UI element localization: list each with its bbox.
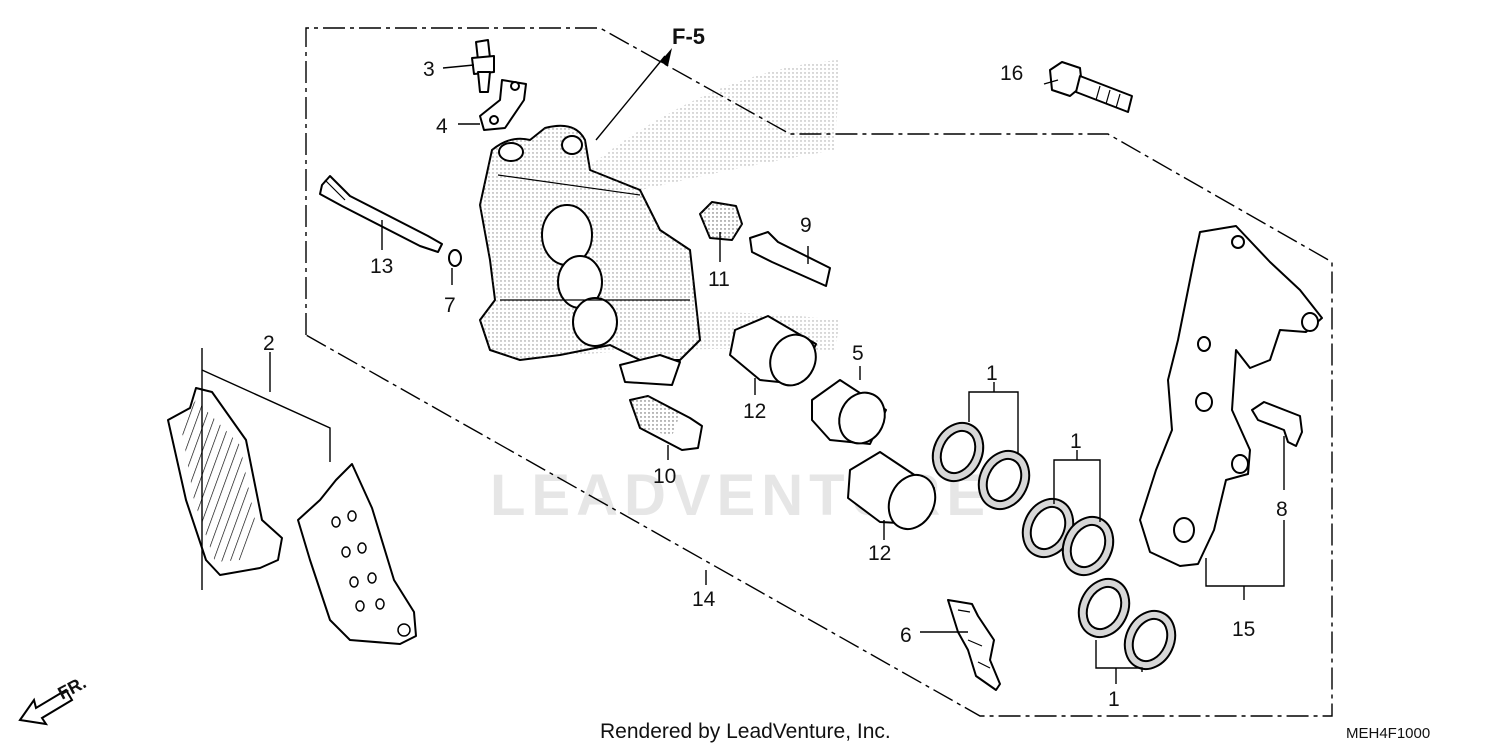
callout-13: 13 (370, 255, 393, 278)
front-arrow-icon (18, 688, 74, 726)
callout-1-c: 1 (1108, 688, 1120, 711)
brake-pad-right (297, 463, 417, 645)
callout-11: 11 (708, 268, 730, 291)
callout-9: 9 (800, 214, 812, 237)
pin-bolt (629, 395, 703, 451)
callout-6: 6 (900, 624, 912, 647)
piston-seals (931, 421, 1177, 671)
front-arrow: FR. (18, 672, 89, 726)
slide-pin (319, 175, 443, 253)
retainer-clip (1251, 401, 1303, 447)
leader-lines (201, 48, 1285, 684)
mounting-bolt (1049, 61, 1133, 113)
piston-lower (847, 451, 937, 531)
brake-pad-left (167, 387, 283, 576)
caliper-body (479, 124, 701, 386)
callouts: 1 1 1 2 3 4 5 6 7 8 9 10 11 12 12 13 14 … (263, 58, 1288, 711)
callout-1-a: 1 (986, 362, 998, 385)
callout-16: 16 (1000, 62, 1023, 85)
callout-8: 8 (1276, 498, 1288, 521)
reference-label: F-5 (672, 24, 705, 49)
piston-upper (729, 315, 817, 387)
callout-4: 4 (436, 115, 448, 138)
diagram-code: MEH4F1000 (1346, 725, 1430, 742)
pad-spring (947, 599, 1001, 691)
bracket (479, 79, 527, 131)
callout-12-b: 12 (868, 542, 891, 565)
bleeder-screw (471, 39, 495, 93)
washer (448, 249, 462, 267)
piston-5 (811, 379, 887, 445)
watermark-wing-logo (520, 60, 840, 360)
callout-15: 15 (1232, 618, 1255, 641)
caliper-pin (749, 231, 831, 287)
footer-text: Rendered by LeadVenture, Inc. (600, 720, 891, 743)
callout-12-a: 12 (743, 400, 766, 423)
callout-5: 5 (852, 342, 864, 365)
callout-3: 3 (423, 58, 435, 81)
callout-2: 2 (263, 332, 275, 355)
pin-cap (699, 201, 743, 241)
callout-1-b: 1 (1070, 430, 1082, 453)
callout-7: 7 (444, 294, 456, 317)
assembly-outline-14 (305, 27, 1333, 717)
callout-14: 14 (692, 588, 716, 611)
callout-10: 10 (653, 465, 676, 488)
caliper-bracket (1139, 225, 1323, 567)
